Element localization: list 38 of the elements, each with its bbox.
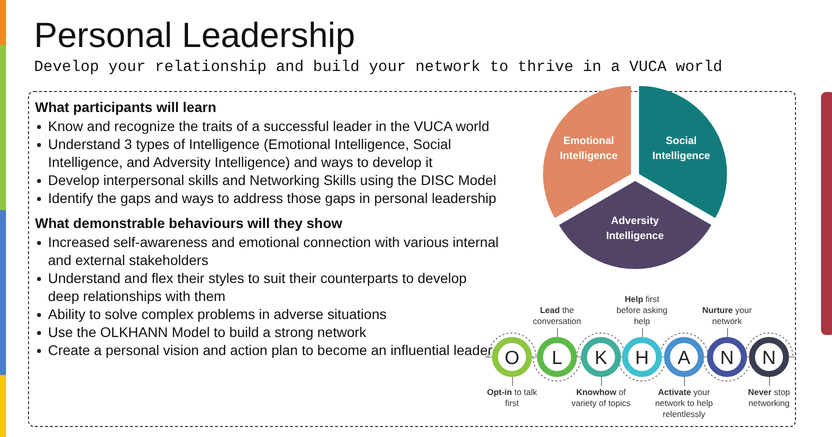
pie-segment	[639, 86, 728, 218]
bullet-item: Understand and flex their styles to suit their counterparts to develop deep relationships with them	[35, 269, 500, 305]
letter-ring	[537, 337, 577, 377]
ring-letter: H	[634, 348, 650, 370]
segment-label: Emotional Intelligence	[558, 134, 619, 164]
bullet-item: Identify the gaps and ways to address those gaps in personal leadership	[35, 189, 500, 207]
letter-ring	[664, 337, 704, 377]
ring-letter: O	[504, 348, 520, 370]
ring-caption: Activate your network to help relentlessly	[654, 387, 714, 420]
ring-caption: Opt-in to talk first	[486, 387, 538, 409]
slide-title: Personal Leadership	[34, 16, 356, 56]
bullet-item: Understand 3 types of Intelligence (Emotional Intelligence, Social Intelligence, and Adversity Intelligence) and ways to develop it	[35, 135, 500, 171]
section-heading: What participants will learn	[35, 99, 216, 115]
bullet-item: Develop interpersonal skills and Networking Skills using the DISC Model	[35, 171, 500, 189]
ring-caption: Help first before asking help	[615, 294, 669, 327]
ring-letter: L	[550, 348, 564, 370]
ring-caption: Never stop networking	[746, 387, 792, 409]
bullet-item: Ability to solve complex problems in adverse situations	[35, 305, 500, 323]
letter-ring	[749, 337, 789, 377]
letter-ring	[492, 337, 532, 377]
subtitle: Develop your relationship and build your network to thrive in a VUCA world	[34, 58, 722, 76]
ring-letter: N	[761, 348, 777, 370]
pie-segment	[542, 86, 631, 218]
segment-label: Adversity Intelligence	[605, 214, 665, 244]
pie-segment	[558, 181, 712, 269]
ring-caption: Knowhow of variety of topics	[571, 387, 631, 409]
ring-caption: Nurture your network	[701, 305, 753, 327]
ring-caption: Lead the conversation	[532, 305, 582, 327]
section-heading: What demonstrable behaviours will they show	[35, 215, 342, 231]
bullet-item: Know and recognize the traits of a successful leader in the VUCA world	[35, 117, 500, 135]
ring-letter: A	[676, 348, 692, 370]
letter-ring	[581, 337, 621, 377]
ring-letter: K	[594, 348, 608, 370]
letter-ring	[707, 337, 747, 377]
letter-ring	[622, 337, 662, 377]
ring-letter: N	[719, 348, 735, 370]
bullet-item: Increased self-awareness and emotional connection with various internal and external stakeholders	[35, 233, 500, 269]
segment-label: Social Intelligence	[651, 134, 712, 164]
